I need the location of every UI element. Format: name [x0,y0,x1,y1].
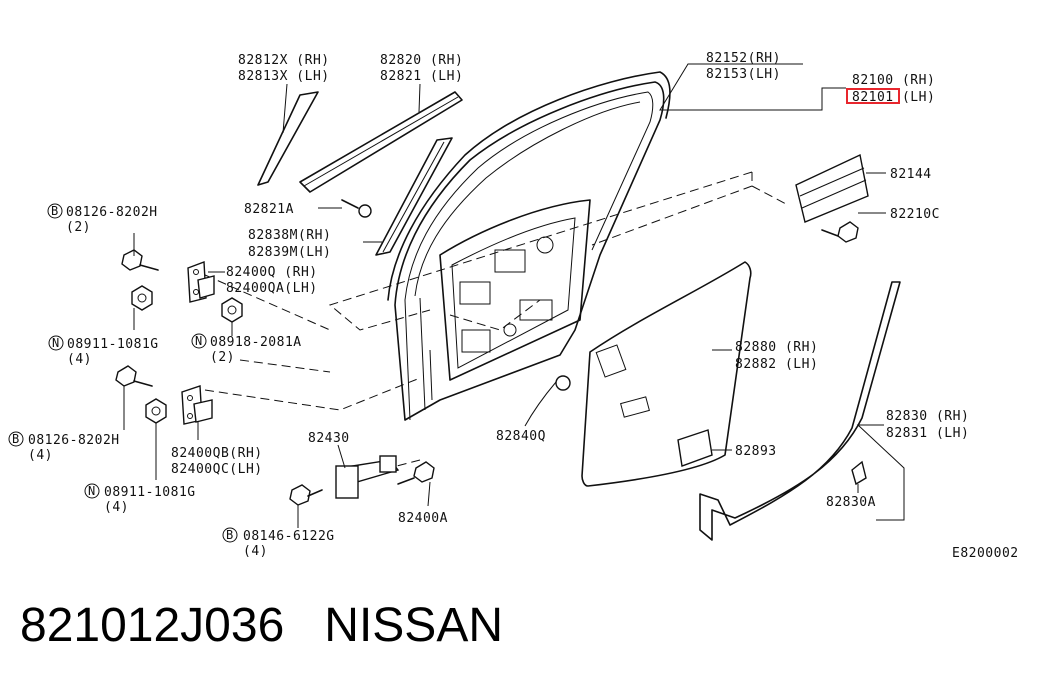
part-number: 821012J036 [20,599,285,652]
label-82821a: 82821A [244,202,294,217]
bolt-08126-upper [121,249,159,271]
bolt-82210c [821,221,859,243]
qty-08126-upper: (2) [66,220,91,235]
nut-08911-lower [145,398,167,424]
label-08918: 08918-2081A [210,335,302,350]
label-08911-lower: 08911-1081G [104,485,196,500]
label-82210c: 82210C [890,207,940,222]
label-82400a: 82400A [398,511,448,526]
label-82400qa: 82400QA(LH) [226,281,318,296]
qty-08126-lower: (4) [28,448,53,463]
pad-82893 [677,429,713,467]
badge-n-upper: N [52,336,60,350]
label-82830: 82830 (RH) [886,409,969,424]
label-82831: 82831 (LH) [886,426,969,441]
bolt-82400a [397,461,435,485]
nut-08911-upper [131,285,153,311]
lower-weatherstrip [699,281,901,541]
label-82400qb: 82400QB(RH) [171,446,263,461]
badge-b-upper: B [51,204,59,218]
qty-08918: (2) [210,350,235,365]
outer-belt-moulding [299,91,463,193]
label-08146: 08146-6122G [243,529,335,544]
label-82430: 82430 [308,431,350,446]
label-82840q: 82840Q [496,429,546,444]
badge-b-08146: B [226,528,234,542]
label-82400q: 82400Q (RH) [226,265,318,280]
label-82880: 82880 (RH) [735,340,818,355]
label-08126-lower: 08126-8202H [28,433,120,448]
leader-lines [123,63,905,528]
label-82820: 82820 (RH) [380,53,463,68]
qty-08911-upper: (4) [67,352,92,367]
grommet-82840q [555,375,571,391]
stopper-82144 [795,153,869,223]
label-82101: 82101 (LH) [852,90,935,105]
clip-82830a [851,460,867,486]
badge-n-lower: N [88,484,96,498]
sash-cover [375,137,453,256]
label-82893: 82893 [735,444,777,459]
label-82839m: 82839M(LH) [248,245,331,260]
label-82882: 82882 (LH) [735,357,818,372]
part-caption: 821012J036 NISSAN [20,596,503,656]
label-82813x: 82813X (LH) [238,69,330,84]
label-08126-upper: 08126-8202H [66,205,158,220]
window-frame-moulding [257,91,319,186]
label-82144: 82144 [890,167,932,182]
callout-labels: 82812X (RH) 82813X (LH) 82820 (RH) 82821… [8,51,1019,561]
label-82838m: 82838M(RH) [248,228,331,243]
door-shell [394,81,665,421]
qty-08146: (4) [243,544,268,559]
badge-b-lower: B [12,432,20,446]
diagram-code: E8200002 [952,546,1019,561]
bolt-08126-lower [115,365,153,387]
clip-82821a [341,199,372,218]
door-trim-panel [581,261,752,487]
label-82152: 82152(RH) [706,51,781,66]
bolt-08146 [289,484,323,506]
door-check-link [335,455,400,499]
label-82153: 82153(LH) [706,67,781,82]
door-weatherstrip [387,71,671,301]
nut-08918 [221,297,243,323]
lower-hinge [181,385,213,425]
qty-08911-lower: (4) [104,500,129,515]
label-82821: 82821 (LH) [380,69,463,84]
label-08911-upper: 08911-1081G [67,337,159,352]
label-82830a: 82830A [826,495,876,510]
upper-hinge [187,261,215,303]
label-82812x: 82812X (RH) [238,53,330,68]
highlight-box [846,88,900,104]
badge-n-08918: N [195,334,203,348]
label-82100: 82100 (RH) [852,73,935,88]
label-82400qc: 82400QC(LH) [171,462,263,477]
brand-name: NISSAN [324,599,503,652]
